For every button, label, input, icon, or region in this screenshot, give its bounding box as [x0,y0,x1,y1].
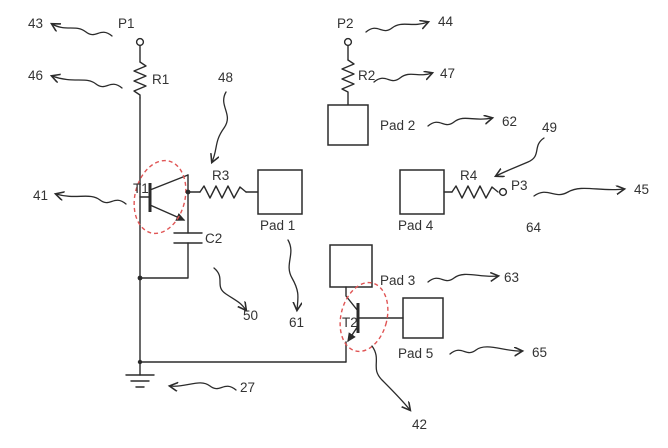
ref64-label: 64 [526,220,542,235]
t2-highlight-ellipse [339,281,389,353]
ref47-label: 47 [440,66,455,81]
t1-collector-lead [149,174,189,191]
ref49-label: 49 [542,120,557,135]
ref45-arrow [533,188,624,197]
pad3-box [329,244,373,288]
pad2-box [327,104,369,146]
t2-collector-lead [345,286,359,312]
ref27-label: 27 [240,380,255,395]
ref50-arrow [213,267,246,310]
ref61-label: 61 [289,315,304,330]
resistor-r2 [341,59,355,106]
r1-label: R1 [152,72,169,87]
r2-label: R2 [358,68,375,83]
ref62-arrow [427,118,492,127]
terminal-p1 [135,37,145,63]
ground-symbol [125,359,155,388]
r2-zigzag [341,59,355,106]
ref63-label: 63 [504,270,519,285]
ref44-arrow [365,22,428,33]
ref65-label: 65 [532,345,547,360]
pad4-label: Pad 4 [398,218,434,233]
ref49-arrow [496,137,545,176]
resistor-r1 [133,61,147,99]
node-dot-c2 [137,275,143,281]
pad1-box [257,169,303,215]
ref61-arrow [287,239,298,310]
ref46-label: 46 [28,68,43,83]
transistor-t1 [133,159,189,235]
ref44-label: 44 [438,14,454,29]
ref27-arrow [170,383,237,390]
terminal-p2 [343,37,353,61]
ref42-label: 42 [412,417,427,432]
pad3-label: Pad 3 [380,273,415,288]
ref42-arrow [371,345,410,410]
t1-label: T1 [133,181,149,196]
resistor-r3 [187,185,259,199]
ref63-arrow [427,274,498,283]
p1-label: P1 [118,16,135,31]
transistor-t2 [339,281,404,363]
p2-terminal-circle [343,37,353,47]
ref62-label: 62 [502,114,517,129]
ref46-arrow [52,76,123,89]
t2-emitter-lead [347,325,359,343]
pad5-box [402,297,444,339]
r3-zigzag [199,185,247,199]
pad2-label: Pad 2 [380,118,415,133]
pad4-box [399,169,445,215]
p2-label: P2 [337,16,354,31]
p1-terminal-circle [135,37,145,47]
r4-label: R4 [460,168,478,183]
ref65-arrow [449,347,522,354]
t1-highlight-ellipse [133,159,187,235]
ref43-arrow [52,24,113,37]
p3-terminal-circle [498,187,508,197]
ref41-label: 41 [33,188,48,203]
ref48-label: 48 [218,70,233,85]
ref45-label: 45 [634,182,649,197]
ref47-arrow [373,73,432,83]
c2-return-wire [139,242,189,279]
r3-label: R3 [212,168,229,183]
t2-label: T2 [342,315,358,330]
ref50-label: 50 [243,308,258,323]
pad5-label: Pad 5 [398,346,433,361]
p3-label: P3 [511,178,528,193]
ref48-arrow [212,91,229,162]
c2-label: C2 [205,231,222,246]
ref43-label: 43 [28,16,43,31]
r4-zigzag [451,185,499,199]
r1-zigzag [133,61,147,99]
resistor-r4 [443,185,499,199]
ref41-arrow [56,194,127,205]
pad1-label: Pad 1 [260,218,295,233]
capacitor-c2 [137,232,203,281]
